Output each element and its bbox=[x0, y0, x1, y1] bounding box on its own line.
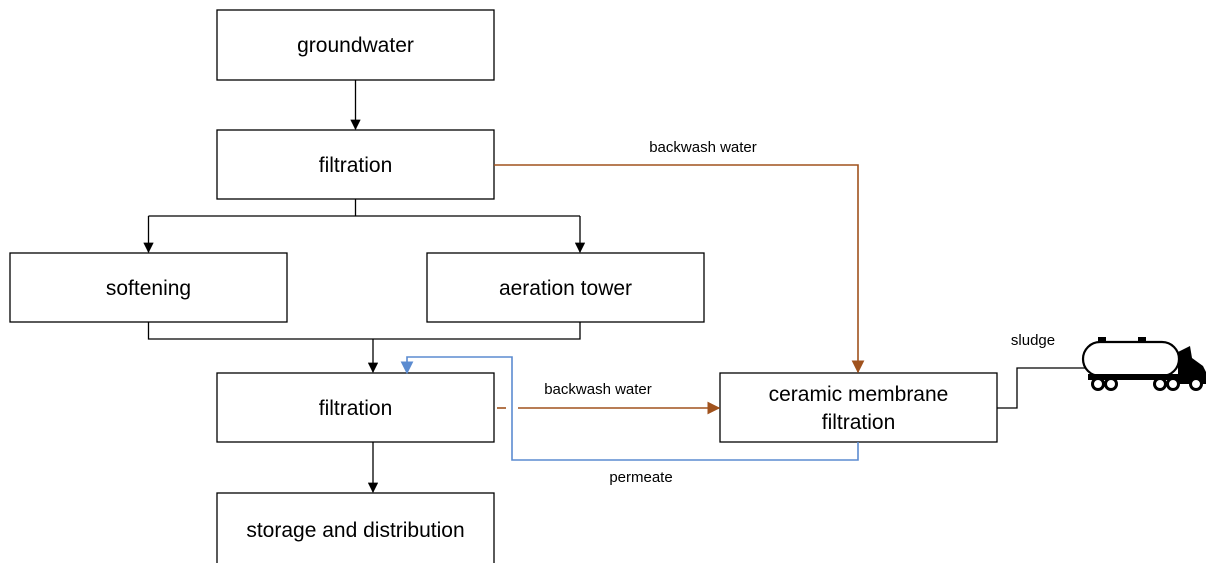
backwash-mid-label: backwash water bbox=[544, 381, 652, 398]
node-storage-label: storage and distribution bbox=[246, 519, 464, 542]
merge-line-softening-aeration bbox=[147, 322, 581, 340]
node-groundwater: groundwater bbox=[216, 9, 495, 81]
node-storage-distribution: storage and distribution bbox=[216, 492, 495, 563]
node-filtration-primary-label: filtration bbox=[319, 154, 393, 177]
permeate-flow bbox=[400, 356, 859, 461]
node-softening: softening bbox=[9, 252, 288, 323]
node-ceramic-membrane-filtration: ceramic membrane filtration bbox=[719, 372, 998, 443]
backwash-top-flow bbox=[494, 164, 865, 374]
sludge-line bbox=[997, 367, 1088, 409]
permeate-label: permeate bbox=[609, 469, 672, 486]
node-aeration-tower: aeration tower bbox=[426, 252, 705, 323]
split-line-filtration bbox=[148, 199, 580, 217]
node-filtration-secondary: filtration bbox=[216, 372, 495, 443]
backwash-top-label: backwash water bbox=[649, 139, 757, 156]
sludge-label: sludge bbox=[1011, 332, 1055, 349]
node-softening-label: softening bbox=[106, 277, 191, 300]
node-aeration-tower-label: aeration tower bbox=[499, 277, 632, 300]
node-filtration-primary: filtration bbox=[216, 129, 495, 200]
node-ceramic-membrane-label-line2: filtration bbox=[822, 411, 896, 434]
node-filtration-secondary-label: filtration bbox=[319, 397, 393, 420]
tanker-truck-icon bbox=[1081, 337, 1206, 391]
node-groundwater-label: groundwater bbox=[297, 34, 414, 57]
node-ceramic-membrane-label-line1: ceramic membrane bbox=[769, 383, 949, 406]
